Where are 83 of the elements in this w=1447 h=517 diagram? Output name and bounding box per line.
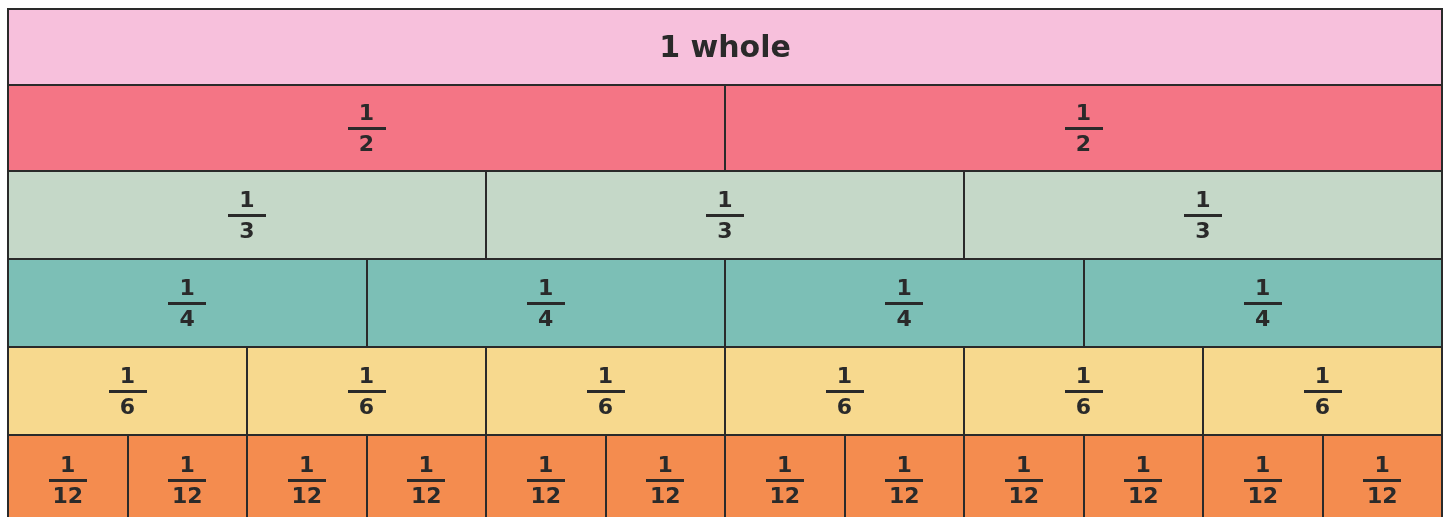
numerator: 1	[1135, 453, 1151, 476]
fraction-cell	[7, 346, 248, 436]
denominator: 6	[597, 395, 614, 418]
numerator: 1	[1374, 453, 1390, 476]
numerator: 1	[777, 453, 793, 476]
denominator: 2	[358, 132, 375, 155]
fraction-cell	[1321, 434, 1443, 517]
numerator: 1	[60, 453, 76, 476]
fraction-cell	[7, 258, 368, 348]
numerator: 1	[896, 276, 912, 299]
fraction-cell	[246, 434, 368, 517]
fraction-cell	[724, 84, 1443, 172]
fraction-cell	[485, 434, 607, 517]
whole-label: 1 whole	[659, 32, 791, 62]
numerator: 1	[239, 188, 255, 211]
numerator: 1	[538, 453, 554, 476]
numerator: 1	[717, 188, 733, 211]
fraction-cell	[724, 258, 1085, 348]
fraction-cell	[7, 434, 129, 517]
numerator: 1	[597, 364, 614, 387]
numerator: 1	[418, 453, 434, 476]
denominator: 6	[358, 395, 375, 418]
fraction-cell	[7, 84, 726, 172]
numerator: 1	[1255, 276, 1271, 299]
fraction-cell	[365, 258, 726, 348]
numerator: 1	[836, 364, 853, 387]
denominator: 6	[836, 395, 853, 418]
numerator: 1	[896, 453, 912, 476]
denominator: 12	[530, 484, 562, 507]
fraction-cell	[1202, 346, 1443, 436]
denominator: 12	[1366, 484, 1398, 507]
fraction-cell	[485, 346, 726, 436]
fraction-cell	[246, 346, 487, 436]
denominator: 12	[1127, 484, 1159, 507]
fraction-cell	[724, 434, 846, 517]
denominator: 12	[291, 484, 323, 507]
denominator: 3	[1195, 219, 1211, 242]
denominator: 4	[896, 307, 912, 330]
whole-bar	[7, 8, 1443, 86]
numerator: 1	[1075, 101, 1092, 124]
numerator: 1	[179, 453, 195, 476]
numerator: 1	[538, 276, 554, 299]
numerator: 1	[299, 453, 315, 476]
denominator: 12	[888, 484, 920, 507]
fraction-cell	[843, 434, 965, 517]
denominator: 4	[179, 307, 195, 330]
denominator: 2	[1075, 132, 1092, 155]
denominator: 12	[649, 484, 681, 507]
fraction-cell	[126, 434, 248, 517]
fraction-cell	[724, 346, 965, 436]
fraction-cell	[963, 346, 1204, 436]
denominator: 12	[410, 484, 442, 507]
fraction-cell	[1082, 434, 1204, 517]
fraction-cell	[1082, 258, 1443, 348]
denominator: 6	[119, 395, 136, 418]
denominator: 6	[1314, 395, 1331, 418]
fraction-cell	[365, 434, 487, 517]
denominator: 12	[1247, 484, 1279, 507]
fraction-cell	[7, 170, 487, 260]
numerator: 1	[657, 453, 673, 476]
fraction-cell	[963, 434, 1085, 517]
numerator: 1	[179, 276, 195, 299]
numerator: 1	[1255, 453, 1271, 476]
fraction-cell	[485, 170, 965, 260]
numerator: 1	[358, 101, 375, 124]
denominator: 12	[52, 484, 84, 507]
denominator: 12	[171, 484, 203, 507]
numerator: 1	[1195, 188, 1211, 211]
denominator: 12	[769, 484, 801, 507]
denominator: 3	[239, 219, 255, 242]
fraction-cell	[604, 434, 726, 517]
denominator: 4	[538, 307, 554, 330]
numerator: 1	[1016, 453, 1032, 476]
numerator: 1	[119, 364, 136, 387]
numerator: 1	[358, 364, 375, 387]
denominator: 6	[1075, 395, 1092, 418]
denominator: 3	[717, 219, 733, 242]
numerator: 1	[1314, 364, 1331, 387]
fraction-cell	[1202, 434, 1324, 517]
denominator: 12	[1008, 484, 1040, 507]
fraction-cell	[963, 170, 1443, 260]
numerator: 1	[1075, 364, 1092, 387]
denominator: 4	[1255, 307, 1271, 330]
